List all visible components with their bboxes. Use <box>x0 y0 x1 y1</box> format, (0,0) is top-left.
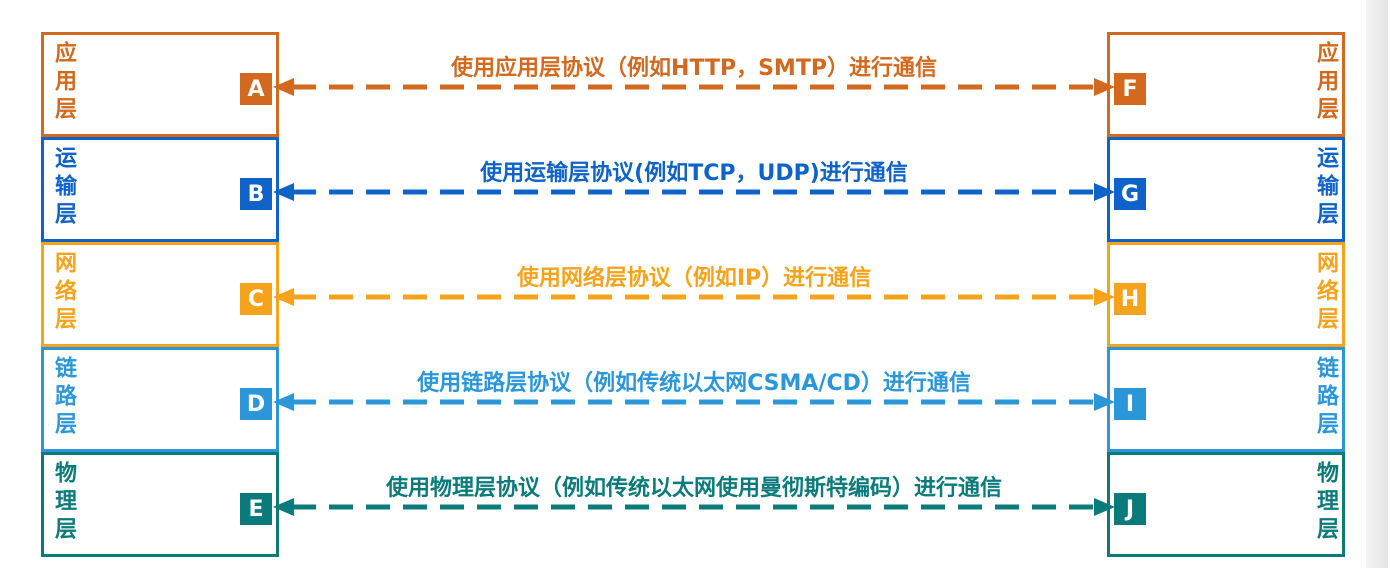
page-edge-shade <box>1366 0 1388 568</box>
dashed-double-arrow-icon <box>273 393 1115 411</box>
layer-label: 网络层 <box>51 251 76 335</box>
node-badge: B <box>240 178 272 210</box>
dashed-double-arrow-icon <box>273 498 1115 516</box>
layer-label: 运输层 <box>51 146 76 230</box>
link-description: 使用链路层协议（例如传统以太网CSMA/CD）进行通信 <box>417 371 971 396</box>
arrowhead-right <box>1094 288 1115 306</box>
layer-label: 应用层 <box>1313 41 1338 125</box>
node-badge: G <box>1114 178 1146 210</box>
link-description: 使用应用层协议（例如HTTP，SMTP）进行通信 <box>451 56 937 81</box>
right-physical-layer: 物理层 J <box>1107 452 1345 557</box>
right-transport-layer: 运输层 G <box>1107 137 1345 242</box>
node-badge: F <box>1114 73 1146 105</box>
node-badge: A <box>240 73 272 105</box>
layer-label: 物理层 <box>1313 461 1338 545</box>
node-badge: C <box>240 283 272 315</box>
left-network-layer: 网络层 C <box>41 242 279 347</box>
left-application-layer: 应用层 A <box>41 32 279 137</box>
application-peer-link: 使用应用层协议（例如HTTP，SMTP）进行通信 <box>270 46 1118 106</box>
layer-label: 链路层 <box>1313 356 1338 440</box>
layer-label: 应用层 <box>51 41 76 125</box>
right-host-stack: 应用层 F 运输层 G 网络层 H 链路层 I 物理层 J <box>1107 32 1345 557</box>
right-link-layer: 链路层 I <box>1107 347 1345 452</box>
right-network-layer: 网络层 H <box>1107 242 1345 347</box>
arrowhead-left <box>273 78 294 96</box>
physical-peer-link: 使用物理层协议（例如传统以太网使用曼彻斯特编码）进行通信 <box>270 466 1118 526</box>
dashed-double-arrow-icon <box>273 183 1115 201</box>
arrowhead-right <box>1094 78 1115 96</box>
node-badge: J <box>1114 493 1146 525</box>
arrowhead-left <box>273 393 294 411</box>
left-host-stack: 应用层 A 运输层 B 网络层 C 链路层 D 物理层 E <box>41 32 279 557</box>
layer-label: 网络层 <box>1313 251 1338 335</box>
left-transport-layer: 运输层 B <box>41 137 279 242</box>
network-peer-link: 使用网络层协议（例如IP）进行通信 <box>270 256 1118 316</box>
dashed-double-arrow-icon <box>273 78 1115 96</box>
layer-label: 物理层 <box>51 461 76 545</box>
layer-label: 链路层 <box>51 356 76 440</box>
node-badge: H <box>1114 283 1146 315</box>
arrowhead-left <box>273 498 294 516</box>
arrowhead-right <box>1094 183 1115 201</box>
transport-peer-link: 使用运输层协议(例如TCP，UDP)进行通信 <box>270 151 1118 211</box>
arrowhead-left <box>273 183 294 201</box>
link-peer-link: 使用链路层协议（例如传统以太网CSMA/CD）进行通信 <box>270 361 1118 421</box>
node-badge: E <box>240 493 272 525</box>
link-description: 使用物理层协议（例如传统以太网使用曼彻斯特编码）进行通信 <box>385 476 1002 501</box>
left-link-layer: 链路层 D <box>41 347 279 452</box>
link-description: 使用运输层协议(例如TCP，UDP)进行通信 <box>480 161 908 186</box>
layer-label: 运输层 <box>1313 146 1338 230</box>
link-description: 使用网络层协议（例如IP）进行通信 <box>516 266 872 291</box>
right-application-layer: 应用层 F <box>1107 32 1345 137</box>
arrowhead-right <box>1094 498 1115 516</box>
dashed-double-arrow-icon <box>273 288 1115 306</box>
node-badge: I <box>1114 388 1146 420</box>
arrowhead-left <box>273 288 294 306</box>
left-physical-layer: 物理层 E <box>41 452 279 557</box>
arrowhead-right <box>1094 393 1115 411</box>
node-badge: D <box>240 388 272 420</box>
